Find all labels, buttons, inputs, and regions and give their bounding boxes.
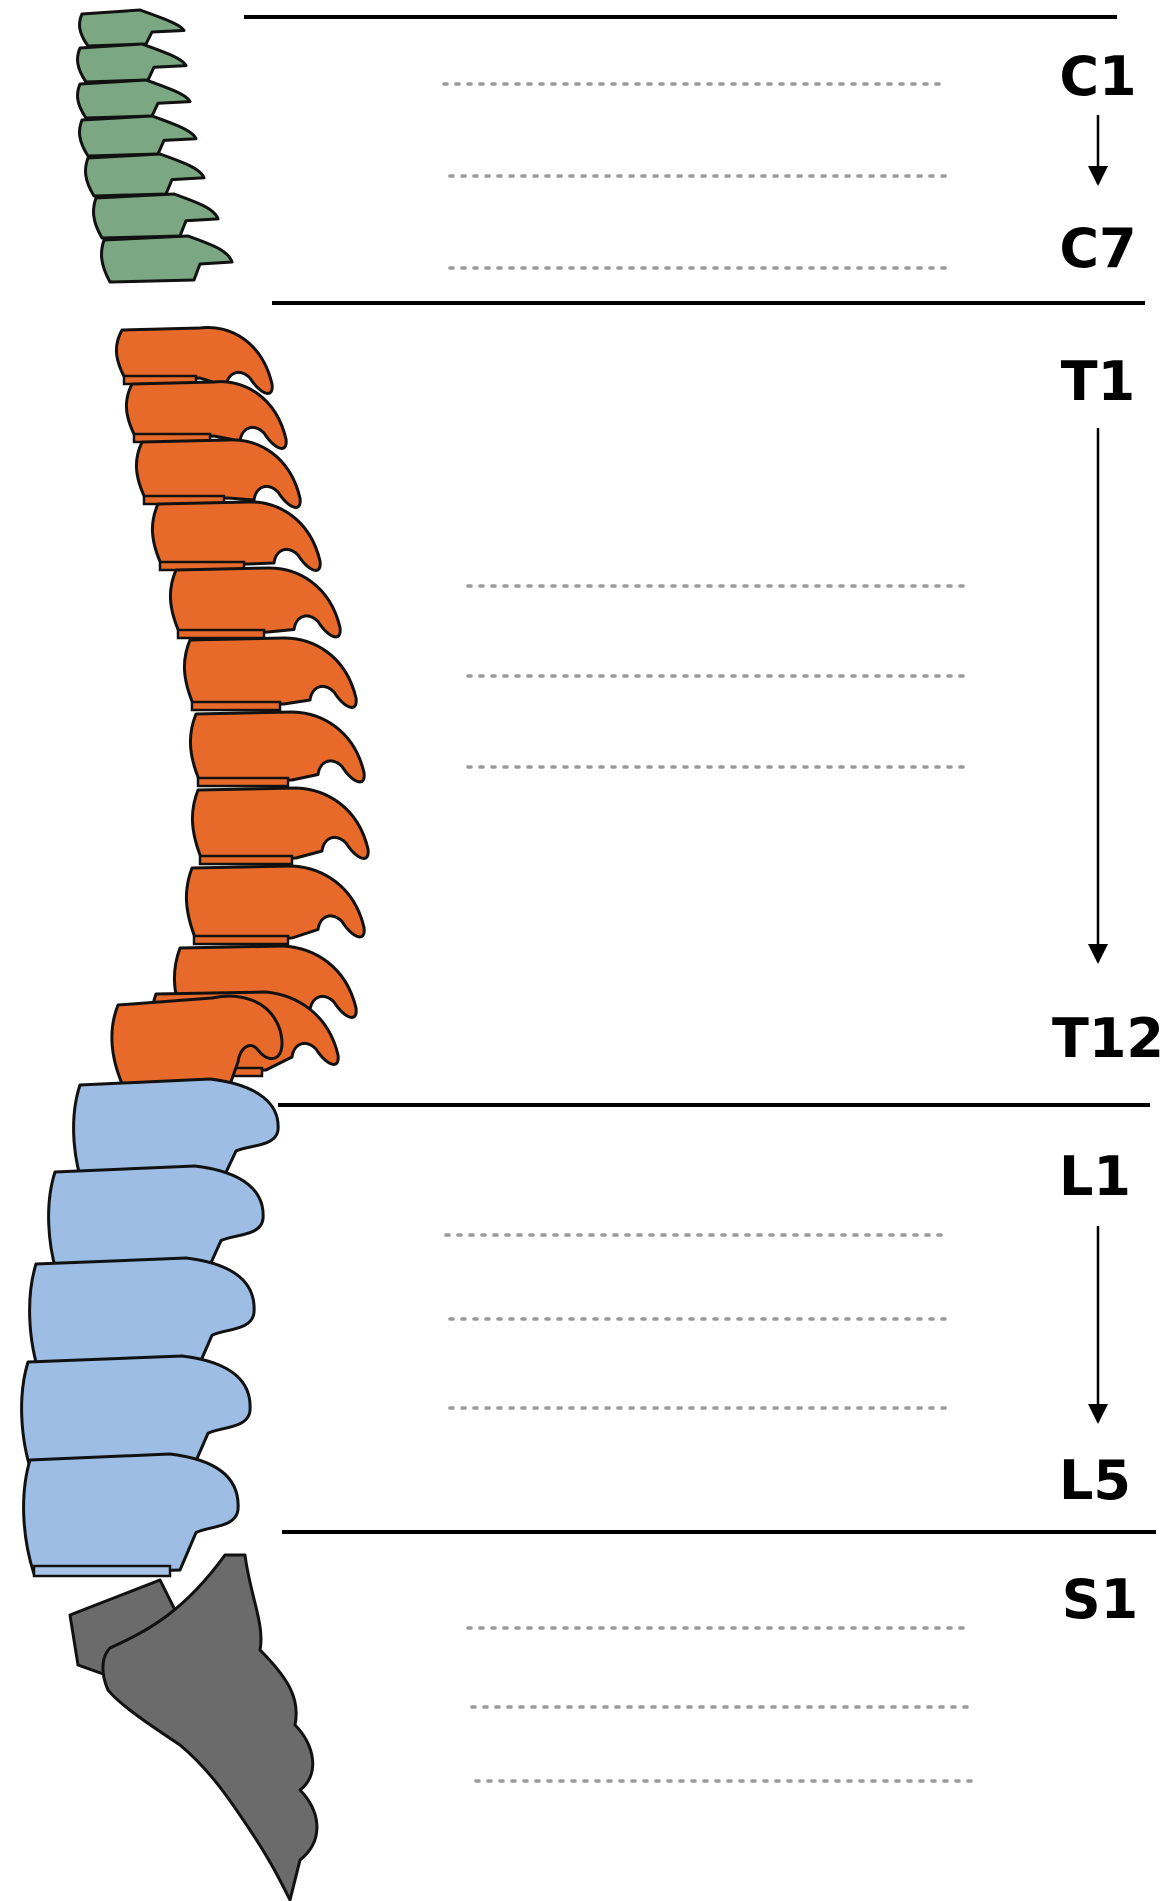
label-t12: T12 xyxy=(1052,1007,1164,1070)
thoracic-vertebrae xyxy=(112,327,368,1092)
dotted-lines xyxy=(444,84,978,1781)
label-s1: S1 xyxy=(1062,1568,1138,1631)
cervical-vertebra xyxy=(78,44,186,82)
thoracic-vertebra xyxy=(186,866,364,940)
cervical-vertebra xyxy=(80,116,196,156)
thoracic-vertebra xyxy=(190,712,364,782)
intervertebral-disc xyxy=(194,936,288,944)
intervertebral-disc xyxy=(34,1566,170,1576)
cervical-vertebra xyxy=(78,80,190,118)
thoracic-vertebra xyxy=(112,996,282,1092)
cervical-vertebra xyxy=(80,10,184,46)
cervical-vertebrae xyxy=(78,10,232,282)
thoracic-vertebra xyxy=(152,502,320,570)
label-t1: T1 xyxy=(1061,350,1135,413)
lumbar-vertebra xyxy=(24,1454,239,1574)
cervical-vertebra xyxy=(102,236,232,282)
intervertebral-disc xyxy=(198,778,288,786)
thoracic-vertebra xyxy=(170,568,340,637)
cervical-vertebra xyxy=(94,194,218,238)
lumbar-vertebrae xyxy=(22,1079,279,1576)
label-l1: L1 xyxy=(1059,1145,1131,1208)
sacrum-coccyx xyxy=(70,1555,317,1900)
region-labels: C1 C7 T1 T12 L1 L5 S1 xyxy=(1052,45,1164,1631)
spine-illustration xyxy=(22,10,369,1900)
region-dividers xyxy=(244,17,1156,1532)
intervertebral-disc xyxy=(192,702,280,710)
intervertebral-disc xyxy=(200,856,292,864)
label-c1: C1 xyxy=(1059,45,1136,108)
intervertebral-disc xyxy=(178,630,264,638)
label-c7: C7 xyxy=(1059,217,1136,280)
label-l5: L5 xyxy=(1059,1449,1131,1512)
cervical-vertebra xyxy=(86,154,204,196)
thoracic-vertebra xyxy=(184,638,356,707)
thoracic-vertebra xyxy=(192,788,368,860)
